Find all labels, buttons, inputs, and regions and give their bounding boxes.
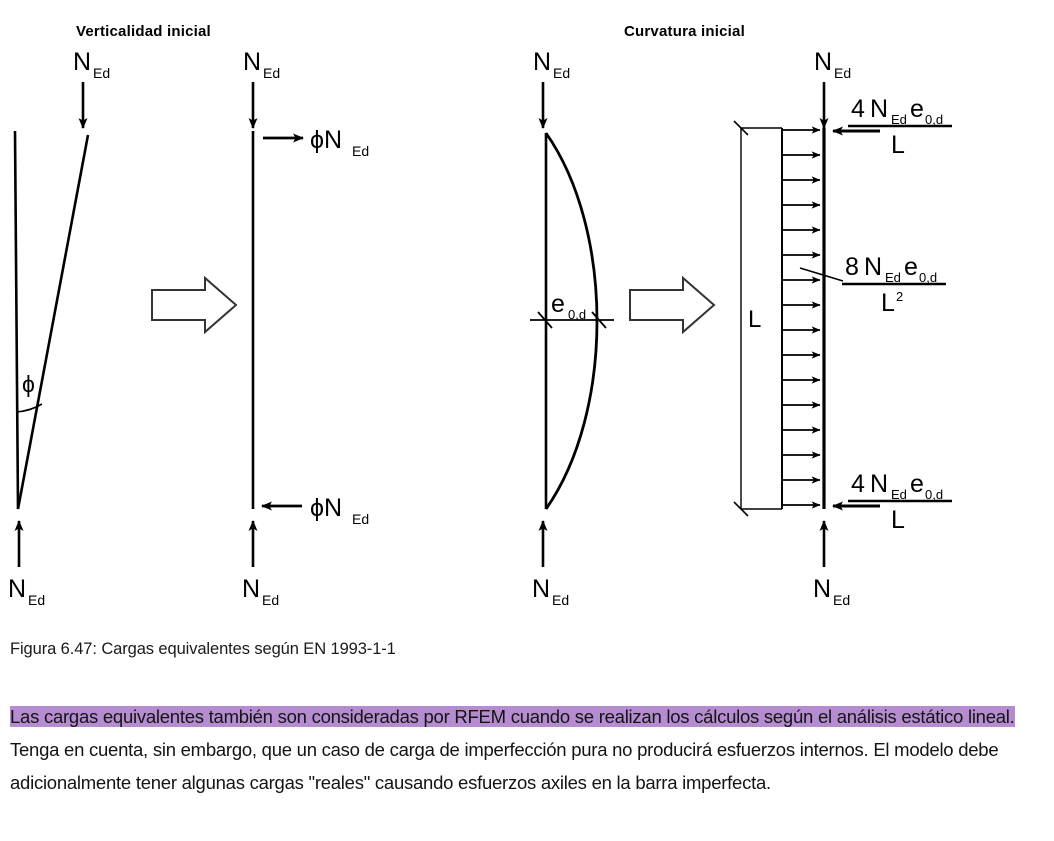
transition-arrow-2	[629, 275, 716, 335]
load-label-bottom-right1: N	[242, 575, 260, 603]
svg-text:e: e	[910, 470, 924, 498]
svg-text:2: 2	[896, 289, 903, 304]
eccentricity-sub: 0,d	[568, 307, 586, 322]
svg-text:0,d: 0,d	[925, 112, 943, 127]
load-sub-top-right2: Ed	[834, 65, 851, 81]
angle-arc	[15, 403, 43, 413]
length-label-L: L	[748, 306, 761, 333]
force-label-top: ϕN	[310, 126, 342, 154]
svg-text:Ed: Ed	[891, 487, 907, 502]
svg-text:4: 4	[851, 95, 865, 123]
figure-caption: Figura 6.47: Cargas equivalentes según E…	[10, 640, 396, 658]
force-sub-top: Ed	[352, 143, 369, 159]
remaining-paragraph-text: Tenga en cuenta, sin embargo, que un cas…	[10, 739, 999, 793]
svg-text:8: 8	[845, 253, 859, 281]
transition-arrow-1	[151, 275, 238, 335]
angle-label-phi: ϕ	[22, 371, 35, 397]
figure-diagram: Verticalidad inicial N Ed ϕ N Ed N Ed ϕN…	[8, 23, 952, 608]
panel-title-curvatura: Curvatura inicial	[624, 23, 745, 40]
diagram-initial-verticality-deformed: N Ed ϕ N Ed	[8, 48, 110, 608]
load-label-top-right1: N	[243, 48, 261, 76]
svg-text:Ed: Ed	[885, 270, 901, 285]
diagram-initial-curvature-deformed: N Ed e 0,d N Ed	[530, 48, 614, 608]
load-sub-bottom-right2: Ed	[833, 592, 850, 608]
svg-text:N: N	[870, 470, 888, 498]
svg-text:N: N	[870, 95, 888, 123]
svg-text:0,d: 0,d	[925, 487, 943, 502]
load-label-bottom-left2: N	[532, 575, 550, 603]
dimension-tick-right	[591, 311, 607, 329]
highlighted-sentence: Las cargas equivalentes también son cons…	[10, 706, 1015, 727]
distributed-load-arrows	[782, 126, 821, 509]
svg-text:0,d: 0,d	[919, 270, 937, 285]
svg-text:L: L	[891, 131, 905, 159]
load-label-bottom-left1: N	[8, 575, 26, 603]
svg-text:e: e	[910, 95, 924, 123]
load-label-top-left1: N	[73, 48, 91, 76]
load-sub-top-left1: Ed	[93, 65, 110, 81]
load-sub-bottom-left2: Ed	[552, 592, 569, 608]
svg-text:L: L	[881, 289, 895, 317]
formula-bottom: 4 N Ed e 0,d L	[848, 470, 952, 534]
diagram-initial-curvature-equivalent: N Ed L	[733, 48, 952, 608]
load-label-bottom-right2: N	[813, 575, 831, 603]
load-label-top-right2: N	[814, 48, 832, 76]
panel-title-verticalidad: Verticalidad inicial	[76, 23, 211, 40]
force-label-bottom: ϕN	[310, 494, 342, 522]
svg-text:e: e	[904, 253, 918, 281]
tilted-column-line	[16, 134, 90, 510]
diagram-initial-verticality-equivalent: N Ed ϕN Ed ϕN Ed N Ed	[242, 48, 369, 608]
svg-text:N: N	[864, 253, 882, 281]
force-sub-bottom: Ed	[352, 511, 369, 527]
load-sub-bottom-right1: Ed	[262, 592, 279, 608]
svg-text:4: 4	[851, 470, 865, 498]
svg-text:Ed: Ed	[891, 112, 907, 127]
dimension-tick-left	[537, 311, 553, 329]
formula-top: 4 N Ed e 0,d L	[848, 95, 952, 159]
eccentricity-label: e	[551, 290, 565, 318]
formula-mid: 8 N Ed e 0,d L 2	[842, 253, 946, 317]
body-paragraph: Las cargas equivalentes también son cons…	[10, 700, 1030, 799]
load-sub-top-left2: Ed	[553, 65, 570, 81]
load-label-top-left2: N	[533, 48, 551, 76]
load-sub-bottom-left1: Ed	[28, 592, 45, 608]
svg-text:L: L	[891, 506, 905, 534]
curved-member-line	[544, 132, 599, 510]
reference-vertical-line	[13, 130, 20, 510]
leader-line-mid-formula	[799, 267, 844, 282]
load-sub-top-right1: Ed	[263, 65, 280, 81]
